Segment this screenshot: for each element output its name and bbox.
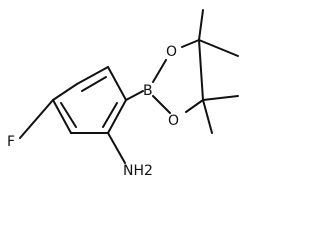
- fluorine-bond: [19, 99, 54, 139]
- methyl-lower-bottom: [202, 99, 213, 134]
- boron-oxygen-lower-bond: [152, 95, 171, 114]
- boron-label: B: [143, 83, 153, 99]
- boron-bond: [125, 90, 144, 101]
- benzene-ring: [52, 66, 127, 134]
- methyl-groups: [198, 9, 239, 134]
- oxygen-upper-label: O: [166, 44, 177, 60]
- dioxaborolane-ring: [152, 39, 204, 114]
- ring-double-bond-left: [60, 102, 77, 128]
- oxygen-lower-carbon-bond: [185, 99, 204, 113]
- ring-double-bond-top: [81, 76, 107, 92]
- ring-bond-top: [76, 66, 109, 85]
- ring-bond-bottom-left: [52, 99, 72, 134]
- oxygen-lower-label: O: [168, 113, 179, 129]
- ring-bond-right: [107, 99, 127, 134]
- methyl-upper-top: [198, 9, 204, 41]
- ring-bond-top-right: [107, 66, 127, 101]
- carbon-carbon-bond: [198, 39, 204, 101]
- fluorine-label: F: [7, 134, 15, 150]
- ring-bond-left: [52, 83, 78, 101]
- methyl-upper-right: [198, 39, 239, 57]
- amine-bond: [107, 132, 126, 164]
- ring-double-bond-right: [102, 102, 118, 128]
- methyl-lower-right: [202, 95, 239, 101]
- boron-oxygen-upper-bond: [152, 59, 167, 83]
- molecule-structure-diagram: F B O O NH2: [7, 9, 239, 179]
- oxygen-upper-carbon-bond: [181, 39, 200, 48]
- amine-label: NH2: [123, 163, 153, 179]
